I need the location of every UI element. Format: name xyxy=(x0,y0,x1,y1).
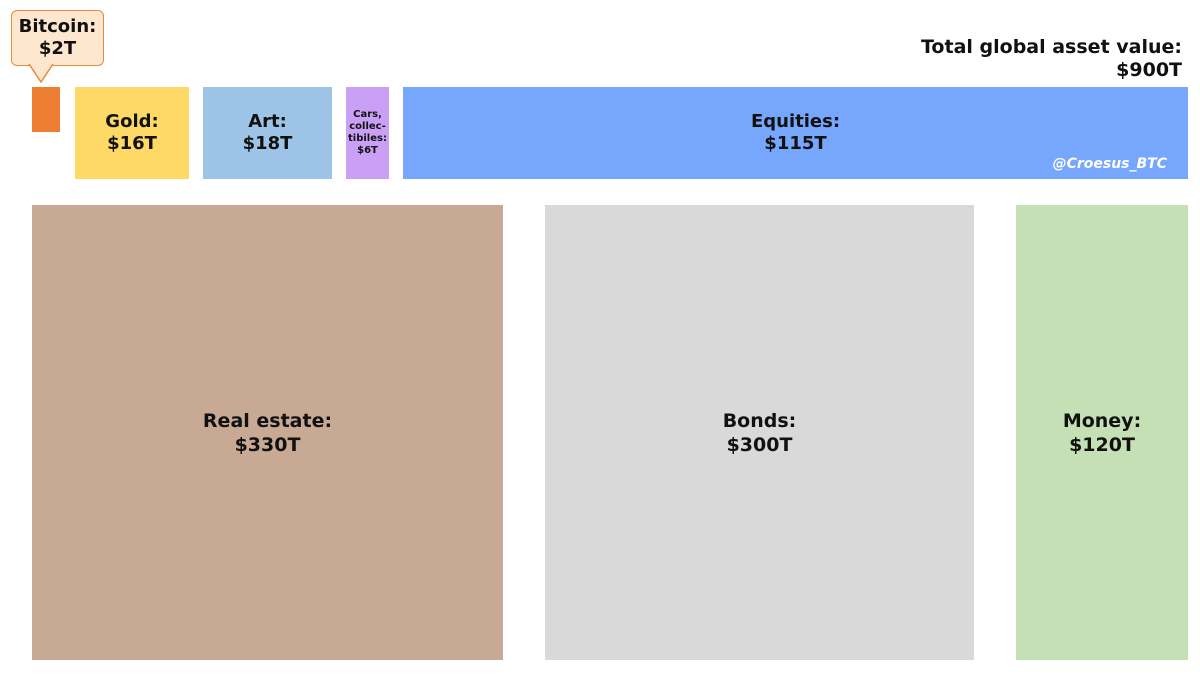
tile-gold: Gold:$16T xyxy=(75,87,189,179)
tile-bonds-value: $300T xyxy=(726,433,793,456)
tile-money: Money:$120T xyxy=(1016,205,1188,660)
chart-title-line-2: $900T xyxy=(1116,59,1182,81)
tile-art: Art:$18T xyxy=(203,87,332,179)
tile-equities: Equities:$115T xyxy=(403,87,1188,179)
tile-real-estate-label: Real estate: xyxy=(202,409,333,432)
chart-title-line-1: Total global asset value: xyxy=(921,36,1182,58)
tile-art-value: $18T xyxy=(242,133,293,154)
tile-money-value: $120T xyxy=(1069,433,1135,456)
tile-gold-label: Gold: xyxy=(105,111,159,132)
chart-title: Total global asset value: $900T xyxy=(921,36,1182,82)
watermark-handle: @Croesus_BTC xyxy=(1052,156,1167,172)
tile-cars: Cars, collec- tibiles:$6T xyxy=(346,87,389,179)
tile-bonds-label: Bonds: xyxy=(722,409,797,432)
callout-pointer-icon xyxy=(28,64,54,84)
tile-equities-label: Equities: xyxy=(750,111,841,132)
tile-real-estate-value: $330T xyxy=(234,433,301,456)
tile-cars-value: $6T xyxy=(357,145,378,156)
tile-equities-value: $115T xyxy=(764,133,827,154)
bitcoin-callout-label: Bitcoin: xyxy=(18,16,97,37)
tile-real-estate: Real estate:$330T xyxy=(32,205,503,660)
tile-bonds: Bonds:$300T xyxy=(545,205,974,660)
bitcoin-callout-value: $2T xyxy=(38,38,77,59)
bitcoin-callout: Bitcoin: $2T xyxy=(11,10,104,66)
tile-gold-value: $16T xyxy=(107,133,157,154)
tile-bitcoin xyxy=(32,87,60,132)
tile-money-label: Money: xyxy=(1062,409,1142,432)
tile-cars-label: Cars, collec- tibiles: xyxy=(348,109,387,144)
tile-art-label: Art: xyxy=(248,111,287,132)
